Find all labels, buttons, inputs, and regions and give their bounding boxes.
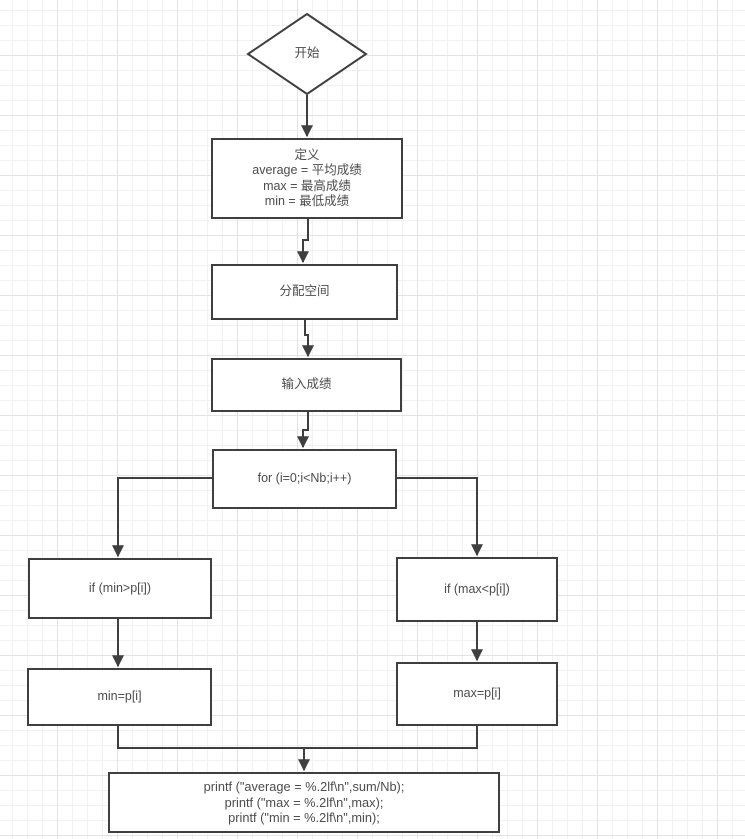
- node-if-max[interactable]: if (max<p[i]): [396, 557, 558, 622]
- node-if-min-label: if (min>p[i]): [88, 580, 152, 595]
- node-allocate-label: 分配空间: [279, 284, 330, 299]
- define-line-min: min = 最低成绩: [264, 194, 350, 208]
- node-input[interactable]: 输入成绩: [211, 358, 402, 412]
- print-line-min: printf ("min = %.2lf\n",min);: [228, 810, 380, 826]
- node-print[interactable]: printf ("average = %.2lf\n",sum/Nb); pri…: [108, 772, 500, 833]
- node-set-max-label: max=p[i]: [453, 686, 501, 701]
- define-line-max: max = 最高成绩: [263, 178, 351, 193]
- node-for-loop-label: for (i=0;i<Nb;i++): [257, 471, 352, 486]
- connector-setmax-to-merge: [304, 726, 478, 749]
- node-for-loop[interactable]: for (i=0;i<Nb;i++): [212, 449, 397, 509]
- diamond-shape: [246, 13, 368, 95]
- connector-setmin-to-merge: [117, 726, 304, 749]
- node-set-max[interactable]: max=p[i]: [396, 662, 558, 726]
- node-set-min-label: min=p[i]: [97, 689, 142, 704]
- connector-allocate-to-input: [302, 320, 314, 358]
- connector-define-to-allocate: [297, 219, 309, 264]
- print-line-average: printf ("average = %.2lf\n",sum/Nb);: [203, 779, 405, 795]
- node-allocate[interactable]: 分配空间: [211, 264, 398, 320]
- define-line-title: 定义: [294, 147, 320, 162]
- connector-for-to-ifmax: [397, 477, 483, 557]
- define-line-average: average = 平均成绩: [252, 163, 362, 177]
- node-input-label: 输入成绩: [281, 377, 332, 392]
- node-print-label: printf ("average = %.2lf\n",sum/Nb); pri…: [110, 779, 498, 826]
- print-line-max: printf ("max = %.2lf\n",max);: [224, 794, 384, 810]
- node-define[interactable]: 定义 average = 平均成绩 max = 最高成绩 min = 最低成绩: [211, 138, 403, 219]
- node-if-min[interactable]: if (min>p[i]): [28, 558, 212, 619]
- connector-input-to-for: [297, 412, 309, 449]
- node-set-min[interactable]: min=p[i]: [27, 668, 212, 726]
- node-start[interactable]: 开始: [246, 13, 368, 95]
- node-start-label: 开始: [294, 46, 320, 61]
- node-if-max-label: if (max<p[i]): [444, 581, 510, 596]
- connector-for-to-ifmin: [112, 477, 212, 558]
- node-define-label: 定义 average = 平均成绩 max = 最高成绩 min = 最低成绩: [213, 148, 401, 210]
